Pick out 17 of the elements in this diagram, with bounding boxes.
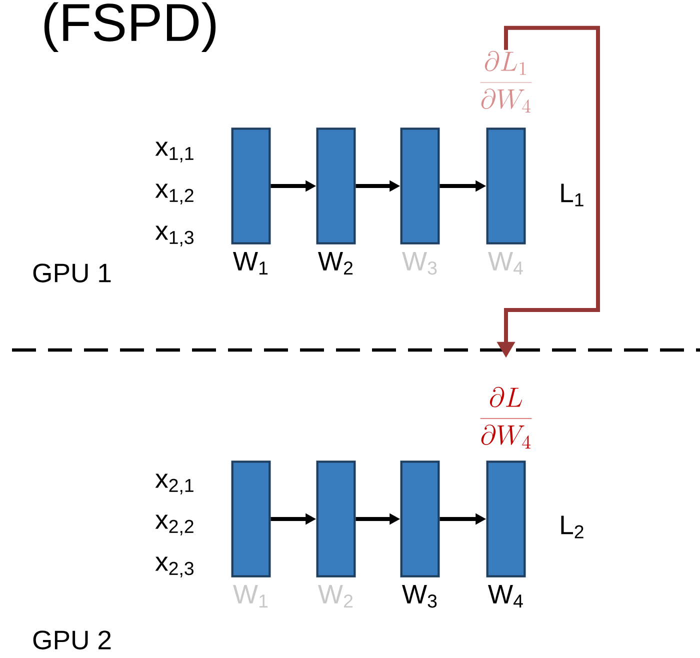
loss-label: L$_{1}$ [561,184,584,206]
gpu-label: GPU 1 [33,264,111,282]
input-label: x$_{1,1}$ [155,142,194,162]
input-label: x$_{2,3}$ [155,556,194,578]
weight-label: W$_{3}$ [402,585,437,608]
gpu-label: GPU 2 [33,630,111,650]
input-label: x$_{1,2}$ [155,184,194,204]
input-label: x$_{2,1}$ [155,474,194,494]
input-label: x$_{2,2}$ [155,514,194,536]
gradient-formula: $\frac{\partial L}{\partial W_4}$ [480,386,532,449]
weight-label: W$_{2}$ [318,252,353,274]
gradient-formula: $\frac{\partial L_1}{\partial W_4}$ [480,50,532,113]
input-label: x$_{1,3}$ [155,226,194,246]
loss-label: L$_{2}$ [561,516,584,538]
heading: (FSPD) [44,2,216,52]
weight-label: W$_{1}$ [233,252,268,274]
weight-label: W$_{4}$ [488,585,523,608]
